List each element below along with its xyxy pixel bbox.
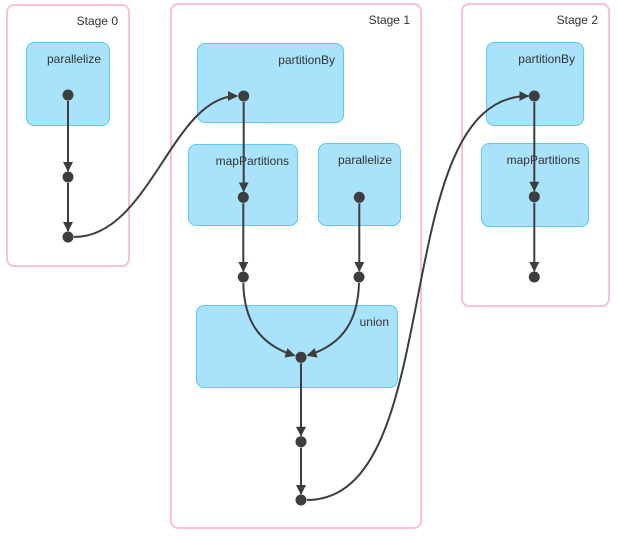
node-label: mapPartitions (506, 153, 580, 167)
stage-1-label: Stage 1 (368, 13, 410, 27)
node-stage2-partitionby[interactable]: partitionBy (486, 42, 584, 126)
node-label: partitionBy (518, 52, 575, 66)
stage-0-label: Stage 0 (76, 14, 118, 28)
node-stage1-parallelize[interactable]: parallelize (318, 143, 401, 226)
node-label: parallelize (46, 52, 101, 66)
node-stage1-union[interactable]: union (196, 305, 398, 388)
stage-2-label: Stage 2 (556, 13, 598, 27)
node-label: mapPartitions (215, 154, 289, 168)
node-stage1-mappartitions[interactable]: mapPartitions (188, 144, 298, 226)
node-label: partitionBy (278, 53, 335, 67)
node-stage0-parallelize[interactable]: parallelize (26, 42, 110, 126)
node-stage1-partitionby[interactable]: partitionBy (197, 43, 344, 123)
node-label: parallelize (337, 153, 392, 167)
node-stage2-mappartitions[interactable]: mapPartitions (481, 143, 589, 227)
node-label: union (359, 315, 389, 329)
